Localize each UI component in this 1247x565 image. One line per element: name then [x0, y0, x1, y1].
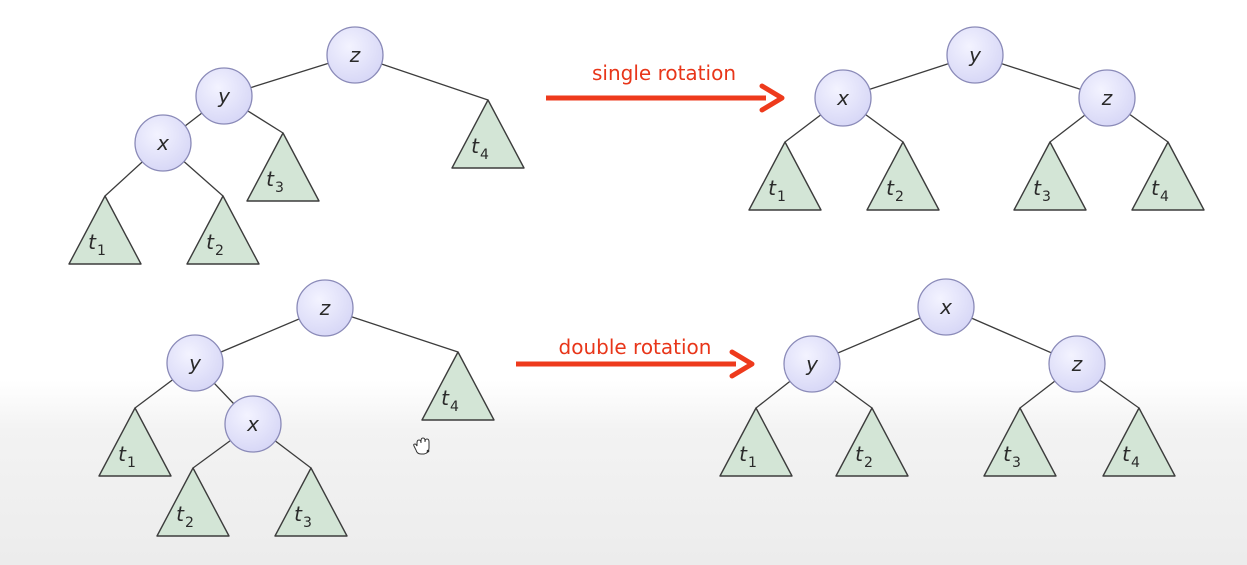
single-before-subtree-t2: [186, 195, 260, 265]
single-before-node-z: [326, 26, 384, 84]
single-before-subtree-t4: [451, 99, 525, 169]
double-before-node-y-label: y: [188, 351, 202, 375]
double-after-subtree-t4: [1102, 407, 1176, 477]
double-before-node-z-label: z: [319, 296, 331, 320]
double-before-node-y: [166, 334, 224, 392]
double-before-node-x-label: x: [246, 412, 259, 436]
single-after-subtree-t2: [866, 141, 940, 211]
single-after-node-z-label: z: [1101, 86, 1113, 110]
hand-grab-icon: [413, 437, 430, 455]
double-before-node-x: [224, 395, 282, 453]
single-before-subtree-t3: [246, 132, 320, 202]
single-after-node-x: [814, 69, 872, 127]
double-before-subtree-t2: [156, 467, 230, 537]
double-before-subtree-t4: [421, 351, 495, 421]
double-after-node-y-label: y: [805, 352, 819, 376]
single-rotation-arrow-label: single rotation: [592, 61, 736, 85]
double-after-node-y: [783, 335, 841, 393]
double-before-subtree-t1: [98, 407, 172, 477]
single-before-node-z-label: z: [349, 43, 361, 67]
double-before-node-z: [296, 279, 354, 337]
single-after-node-x-label: x: [836, 86, 849, 110]
double-after-subtree-t1: [719, 407, 793, 477]
single-before-node-y: [195, 67, 253, 125]
single-after-node-y-label: y: [968, 43, 982, 67]
single-rotation-arrow-head: [759, 83, 785, 113]
single-after-subtree-t4: [1131, 141, 1205, 211]
double-before-subtree-t3: [274, 467, 348, 537]
double-rotation-arrow-head: [729, 349, 755, 379]
single-before-node-y-label: y: [217, 84, 231, 108]
single-after-node-z: [1078, 69, 1136, 127]
single-before-subtree-t1: [68, 195, 142, 265]
double-after-node-z: [1048, 335, 1106, 393]
single-after-node-y: [946, 26, 1004, 84]
double-after-subtree-t2: [835, 407, 909, 477]
single-after-subtree-t3: [1013, 141, 1087, 211]
double-after-node-z-label: z: [1071, 352, 1083, 376]
double-after-subtree-t3: [983, 407, 1057, 477]
single-before-node-x: [134, 114, 192, 172]
double-rotation-arrow-label: double rotation: [559, 335, 712, 359]
single-after-subtree-t1: [748, 141, 822, 211]
single-before-node-x-label: x: [156, 131, 169, 155]
double-after-node-x-label: x: [939, 295, 952, 319]
double-after-node-x: [917, 278, 975, 336]
